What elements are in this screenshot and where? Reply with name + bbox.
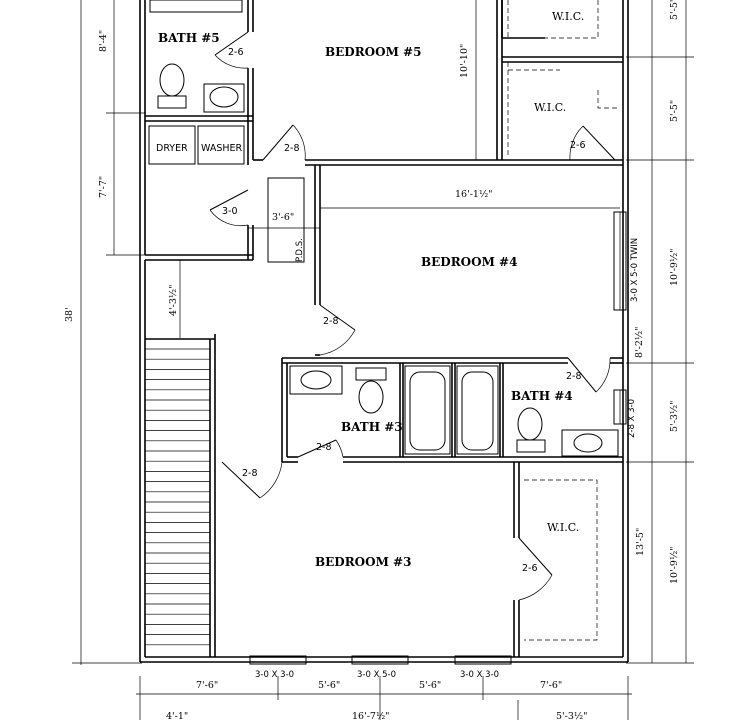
door-label-bedroom4: 2-8 [323,316,339,327]
dim-stair-gap: 4'-3½" [168,285,179,317]
door-label-bath5: 2-6 [228,47,244,58]
pds-cabinet [267,177,305,263]
dim-bottom-4: 7'-6" [540,680,562,691]
dim-right-3: 10'-9½" [669,248,680,286]
dim-right-2: 5'-5" [669,100,680,122]
window-label-bottom-mid: 3-0 X 5-0 [357,670,396,680]
dim-right-5: 5'-3½" [669,401,680,433]
door-label-closet: 3-0 [222,206,238,217]
dryer [148,125,196,165]
label-washer: WASHER [201,143,243,154]
room-name-bedroom4: BEDROOM #4 [421,255,517,269]
dim-bottom2-2: 16'-7½" [352,711,390,720]
dim-closet-width: 3'-6" [272,212,294,223]
room-name-wic-mid: W.I.C. [534,101,566,114]
door-label-wic-mid: 2-6 [570,140,586,151]
door-label-bath3: 2-8 [316,442,332,453]
room-name-wic-top: W.I.C. [552,10,584,23]
room-name-bedroom5: BEDROOM #5 [325,45,421,59]
dim-bottom-2: 5'-6" [318,680,340,691]
dim-bed5-depth: 10'-10" [459,44,470,78]
dim-left-mid: 7'-7" [98,176,109,198]
dim-bottom2-1: 4'-1" [166,711,188,720]
dim-bed4-width: 16'-1½" [455,189,493,200]
window-label-bottom-left: 3-0 X 3-0 [255,670,294,680]
label-pds: P.D.S. [295,238,305,262]
closet-shelves [507,0,617,641]
label-dryer: DRYER [156,143,188,154]
dim-right-4: 8'-2½" [634,327,645,359]
room-name-bath5: BATH #5 [158,31,220,45]
exterior-walls [139,0,629,663]
window-label-bedroom4: 3-0 X 5-0 TWIN [630,238,640,302]
windows [249,211,627,665]
washer [197,125,245,165]
dim-bottom-3: 5'-6" [419,680,441,691]
window-label-bath4: 2-8 X 3-0 [627,399,637,438]
room-name-wic-bottom: W.I.C. [547,521,579,534]
fixtures [148,0,619,457]
door-label-wic-bottom: 2-6 [522,563,538,574]
door-label-bedroom3: 2-8 [242,468,258,479]
room-name-bath3: BATH #3 [341,420,403,434]
stair-treads [145,348,210,646]
dim-left-top: 8'-4" [98,30,109,52]
dim-left-total: 38' [64,307,75,322]
interior-walls [145,0,623,657]
room-name-bedroom3: BEDROOM #3 [315,555,411,569]
dimension-lines [72,0,694,720]
window-label-bottom-right: 3-0 X 3-0 [460,670,499,680]
doors [209,31,616,601]
dim-bottom2-3: 5'-3½" [556,711,588,720]
room-name-bath4: BATH #4 [511,389,573,403]
dim-bottom-1: 7'-6" [196,680,218,691]
dim-right-top: 5'-5" [669,0,680,20]
door-label-hall: 2-8 [284,143,300,154]
door-label-bath4: 2-8 [566,371,582,382]
dim-right-7: 10'-9½" [669,546,680,584]
dim-right-6: 13'-5" [635,528,646,556]
